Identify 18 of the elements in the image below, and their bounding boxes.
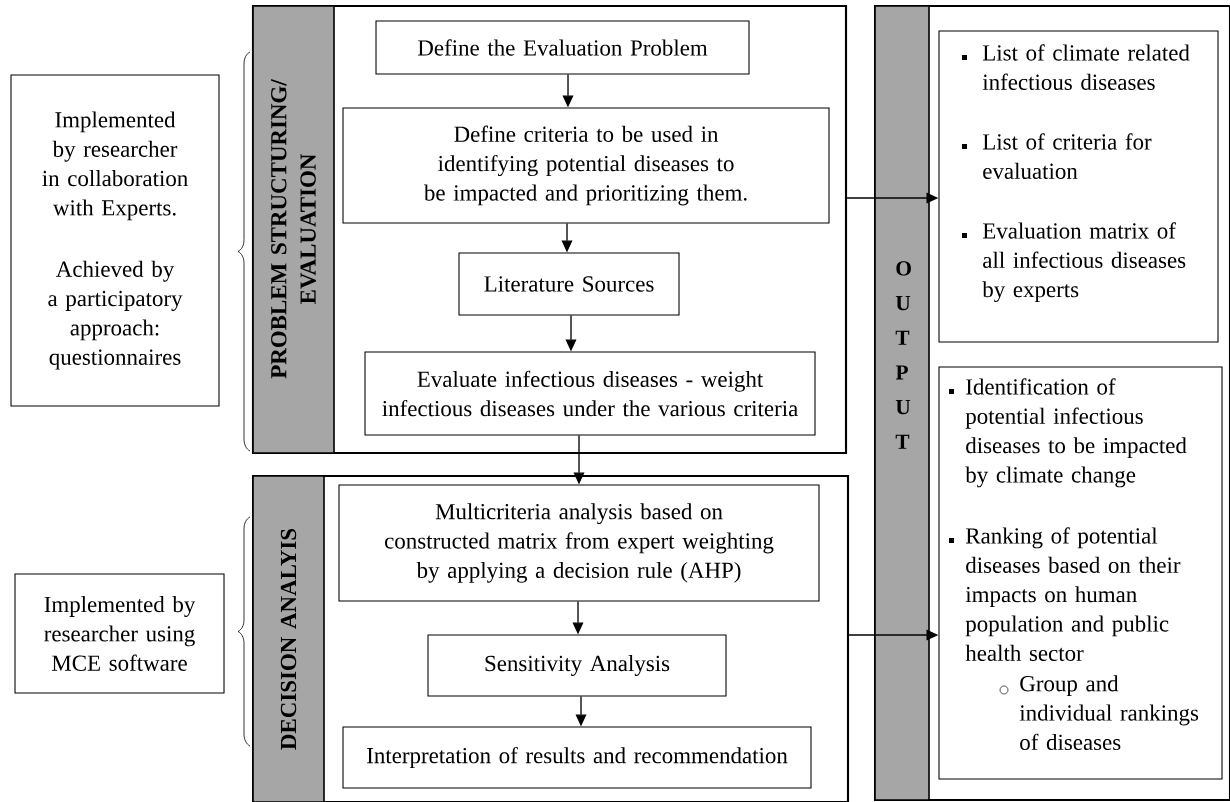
process-box: Multicriteria analysis based on constructed matrix from expert weighting by applying a decision rule (AHP) (338, 484, 820, 602)
band-heading: DECISION ANALYIS (280, 528, 297, 750)
bullet-item: Evaluation matrix of all infectious diseases by experts (962, 222, 1186, 303)
band-heading: PROBLEM STRUCTURING/ EVALUATION (271, 79, 316, 379)
band-heading: O U T P U T (895, 261, 911, 449)
bullet-item: List of criteria for evaluation (962, 133, 1152, 179)
process-box: Evaluate infectious diseases - weight infectious diseases under the various criteria (364, 351, 816, 436)
bullet-item: Group and individual rankings of diseases (999, 675, 1199, 751)
bullet-item: Ranking of potential diseases based on their impacts on human population and public health sector (949, 527, 1181, 661)
process-box: Define the Evaluation Problem (375, 20, 750, 75)
process-box: Literature Sources (458, 252, 680, 316)
process-box: Interpretation of results and recommendation (342, 726, 812, 789)
process-box: Implemented by researcher in collaboration with Experts. Achieved by a participatory approach: questionnaires (10, 74, 220, 407)
process-box: Implemented by researcher using MCE software (14, 573, 225, 694)
bullet-item: Identification of potential infectious diseases to be impacted by climate change (949, 378, 1187, 488)
bullet-item: List of climate related infectious diseases (962, 44, 1190, 90)
process-box: Sensitivity Analysis (427, 634, 727, 697)
process-box: Define criteria to be used in identifying potential diseases to be impacted and prioritizing them. (342, 107, 830, 224)
